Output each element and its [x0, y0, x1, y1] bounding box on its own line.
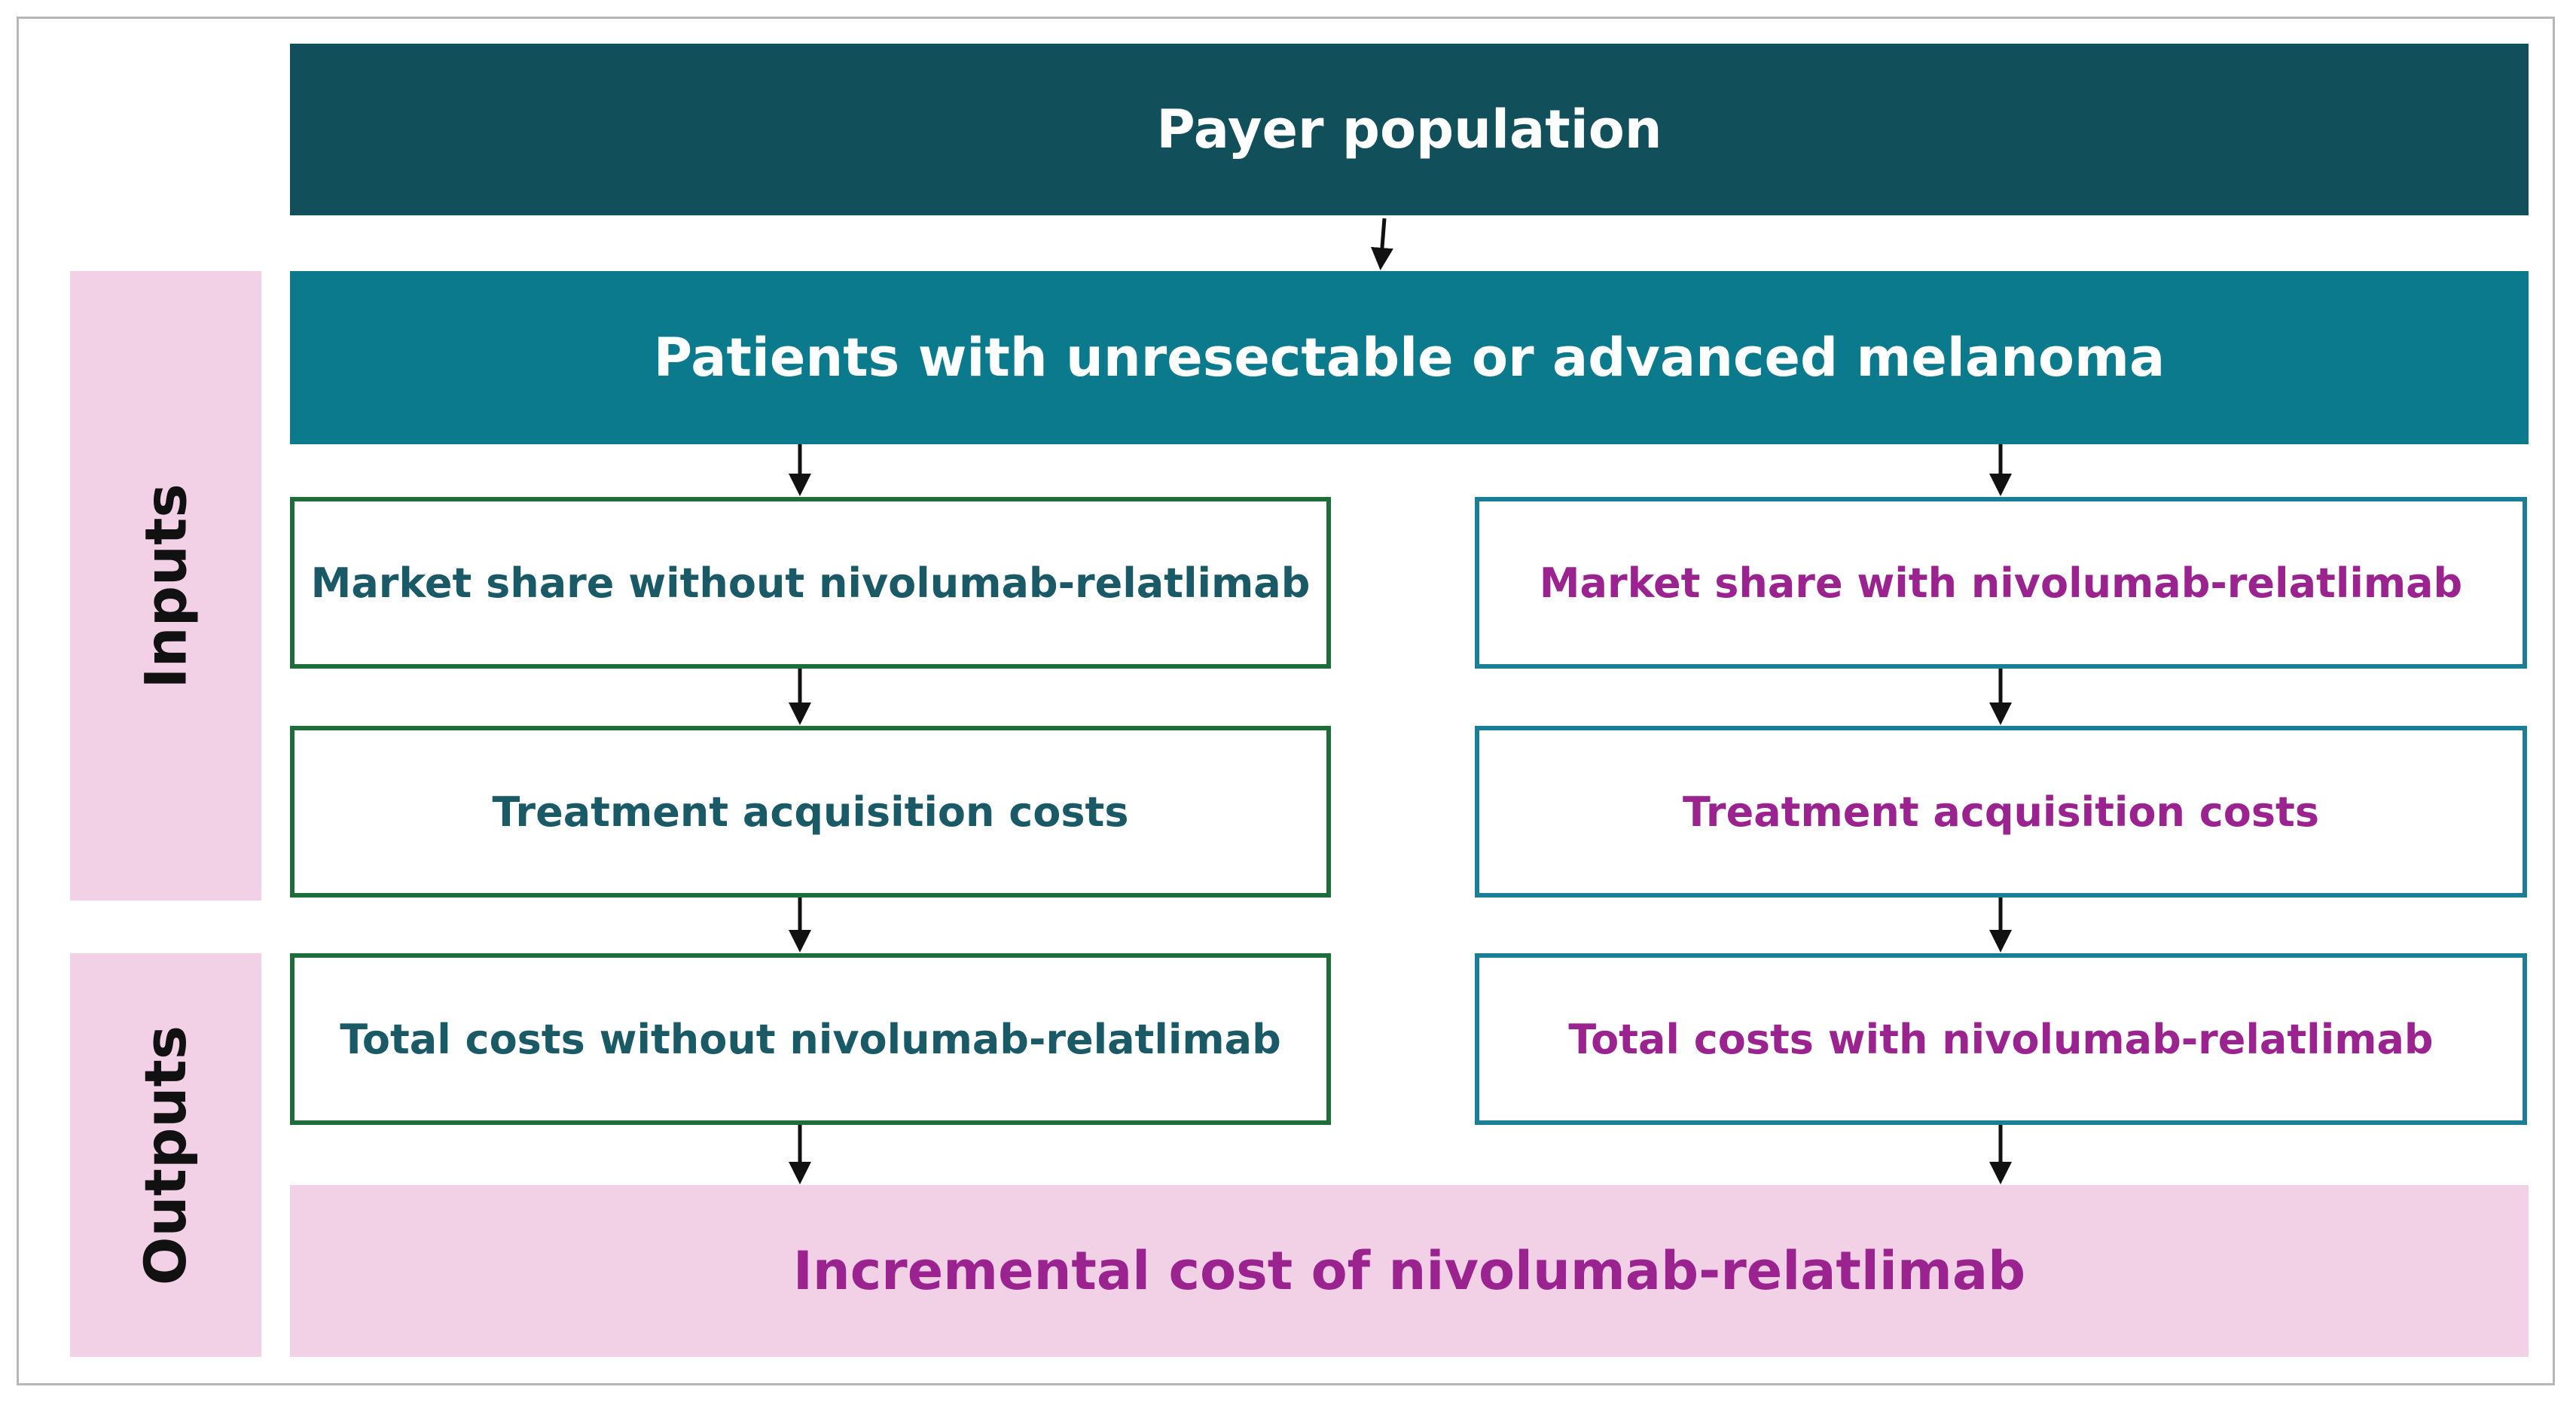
total-costs-with-box: Total costs with nivolumab-relatlimab [1475, 953, 2527, 1125]
incremental-cost-box: Incremental cost of nivolumab-relatlimab [290, 1185, 2529, 1357]
outputs-side-band: Outputs [70, 953, 261, 1357]
inputs-side-band: Inputs [70, 271, 261, 901]
outputs-label: Outputs [132, 1025, 200, 1285]
total-costs-without-box: Total costs without nivolumab-relatlimab [290, 953, 1331, 1125]
patient-population-box: Patients with unresectable or advanced m… [290, 271, 2529, 444]
market-share-without-box: Market share without nivolumab-relatlima… [290, 497, 1331, 669]
inputs-label: Inputs [132, 483, 200, 689]
diagram-frame [17, 17, 2555, 1385]
market-share-with-box: Market share with nivolumab-relatlimab [1475, 497, 2527, 669]
payer-population-box: Payer population [290, 44, 2529, 215]
acquisition-costs-with-box: Treatment acquisition costs [1475, 726, 2527, 898]
acquisition-costs-without-box: Treatment acquisition costs [290, 726, 1331, 898]
